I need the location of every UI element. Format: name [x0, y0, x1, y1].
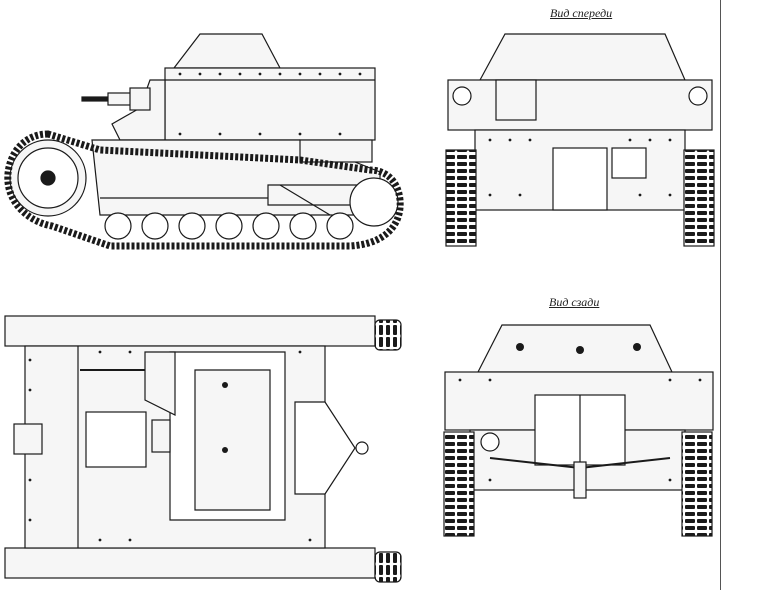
front-hatch	[552, 147, 608, 211]
rear-track-left	[443, 431, 475, 537]
machine-gun	[81, 87, 151, 111]
rear-view-label: Вид сзади	[549, 295, 600, 309]
top-track-end-lower	[374, 551, 402, 583]
top-view	[4, 315, 402, 583]
front-track-left	[445, 149, 477, 247]
side-view	[4, 33, 404, 250]
rear-track-right	[681, 431, 713, 537]
rear-idler	[349, 177, 399, 227]
sheet-border-line	[720, 0, 721, 590]
front-view	[445, 33, 715, 247]
side-track	[4, 130, 404, 250]
front-cupola	[478, 33, 686, 81]
side-rivets	[178, 72, 362, 136]
top-fender-upper	[4, 315, 376, 347]
front-track-right	[683, 149, 715, 247]
top-track-end-upper	[374, 319, 402, 351]
rear-cupola	[477, 324, 673, 373]
rear-view	[443, 324, 714, 537]
side-upper-hull	[164, 67, 376, 141]
side-cupola	[172, 33, 281, 69]
top-fender-lower	[4, 547, 376, 579]
road-wheels	[104, 212, 354, 240]
top-towbar	[294, 401, 356, 495]
drive-sprocket	[9, 139, 87, 217]
front-view-label: Вид спереди	[550, 6, 613, 20]
front-upper-hull	[447, 79, 713, 131]
